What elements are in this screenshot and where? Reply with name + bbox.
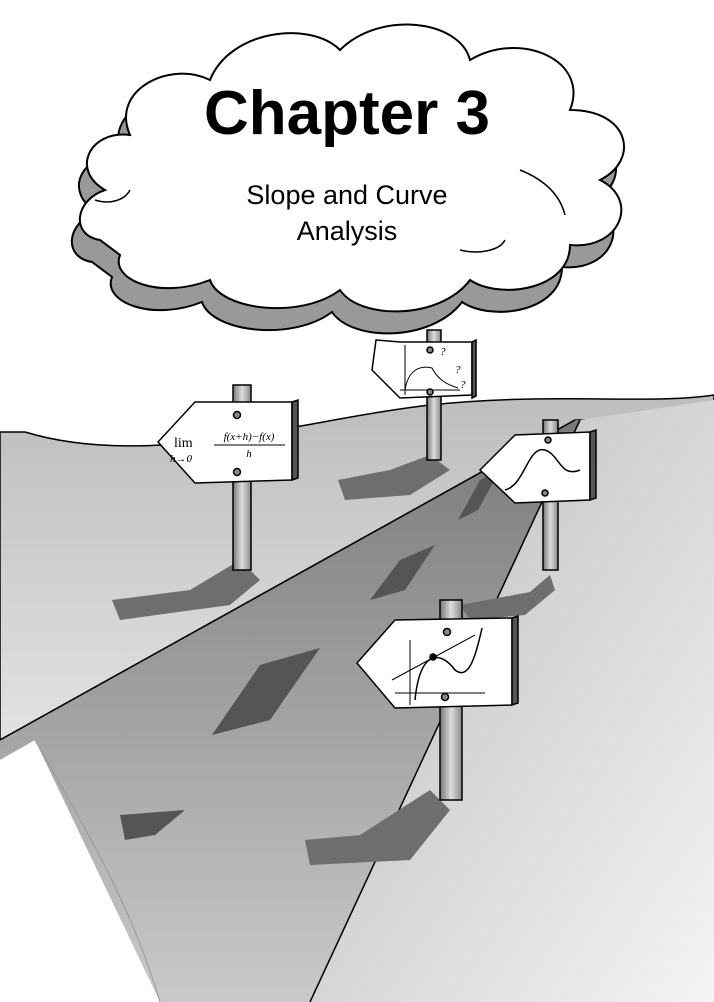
- subtitle-line-2: Analysis: [296, 216, 398, 246]
- sign-curve: [478, 428, 597, 504]
- chapter-subtitle: Slope and Curve Analysis: [0, 177, 694, 249]
- lane-markings: [120, 470, 500, 840]
- sign-tangent-line: [356, 614, 519, 709]
- chapter-title: Chapter 3: [204, 79, 490, 148]
- sign-question-graph: [371, 338, 477, 400]
- limit-denominator: h: [246, 448, 252, 460]
- limit-numerator: f(x+h)−f(x): [224, 431, 275, 443]
- lim-subscript: h→0: [170, 453, 193, 465]
- subtitle-line-1: Slope and Curve: [246, 180, 448, 210]
- lim-label: lim: [174, 436, 193, 451]
- sign-shadows: [112, 455, 555, 865]
- question-mark: ?: [460, 379, 466, 391]
- cloud: [71, 23, 625, 335]
- question-mark: ?: [440, 346, 446, 358]
- question-mark: ?: [455, 364, 461, 376]
- sign-limit-definition: [156, 398, 299, 484]
- road: [0, 420, 580, 1002]
